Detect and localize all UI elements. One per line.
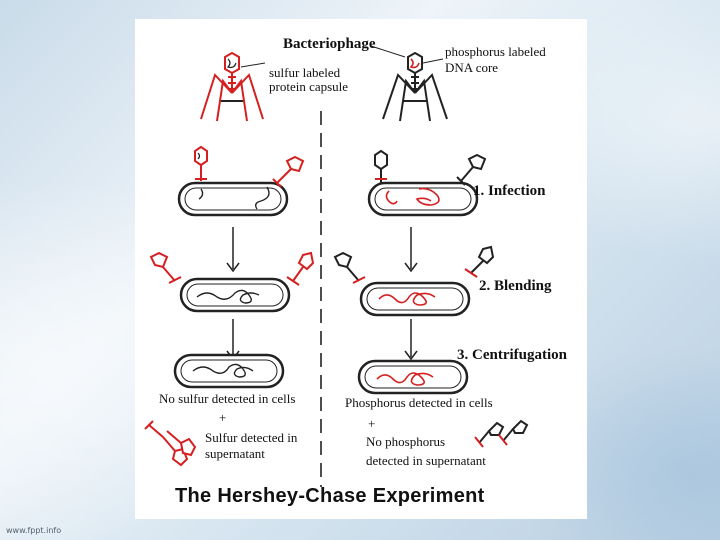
label-right-result-2b: detected in supernatant (366, 453, 486, 468)
arrow-right-1 (405, 227, 417, 271)
label-left-result-2b: supernatant (205, 446, 265, 461)
phage-phosphorus-labeled (383, 53, 447, 121)
cell-right-blending (361, 283, 469, 315)
label-right-result-1: Phosphorus detected in cells (345, 395, 493, 410)
label-right-result-2a: No phosphorus (366, 434, 445, 449)
label-phosphorus-core-1: phosphorus labeled (445, 44, 546, 59)
label-bacteriophage: Bacteriophage (283, 37, 375, 52)
label-sulfur-capsule-2: protein capsule (269, 79, 348, 94)
cell-left-centrifugation (175, 355, 283, 387)
phage-right-infecting-1 (375, 151, 387, 183)
phage-left-infecting-2 (273, 157, 303, 187)
label-phosphorus-core-2: DNA core (445, 60, 498, 75)
figure-title: The Hershey-Chase Experiment (175, 485, 555, 508)
cell-left-infection (179, 183, 287, 215)
free-capsule-left-1 (151, 253, 181, 283)
supernatant-capsules-right (475, 421, 527, 447)
cell-left-blending (181, 279, 289, 311)
arrow-left-2 (227, 319, 239, 359)
watermark: www.fppt.info (6, 526, 61, 535)
label-left-plus: + (219, 410, 226, 425)
arrow-right-2 (405, 319, 417, 359)
pointer-bacteriophage (371, 46, 405, 57)
phage-right-infecting-2 (457, 155, 485, 185)
cell-right-centrifugation (359, 361, 467, 393)
diagram-artwork (135, 19, 587, 519)
label-sulfur-capsule-1: sulfur labeled (269, 65, 340, 80)
label-left-result-2a: Sulfur detected in (205, 430, 297, 445)
label-left-result-1: No sulfur detected in cells (159, 391, 295, 406)
supernatant-capsules-left (145, 421, 195, 465)
free-capsule-left-2 (287, 253, 313, 285)
label-step-blending: 2. Blending (479, 279, 552, 294)
label-step-infection: 1. Infection (473, 184, 546, 199)
label-right-plus: + (368, 416, 375, 431)
cell-right-infection (369, 183, 477, 215)
label-step-centrifugation: 3. Centrifugation (457, 348, 567, 363)
phage-left-infecting-1 (195, 147, 207, 181)
arrow-left-1 (227, 227, 239, 271)
hershey-chase-figure: Bacteriophage sulfur labeled protein cap… (135, 19, 587, 519)
pointer-dna-core (423, 59, 443, 63)
phage-sulfur-labeled (201, 53, 263, 121)
pointer-capsule (241, 63, 265, 67)
free-capsule-right-2 (465, 247, 493, 277)
free-capsule-right-1 (335, 253, 365, 283)
